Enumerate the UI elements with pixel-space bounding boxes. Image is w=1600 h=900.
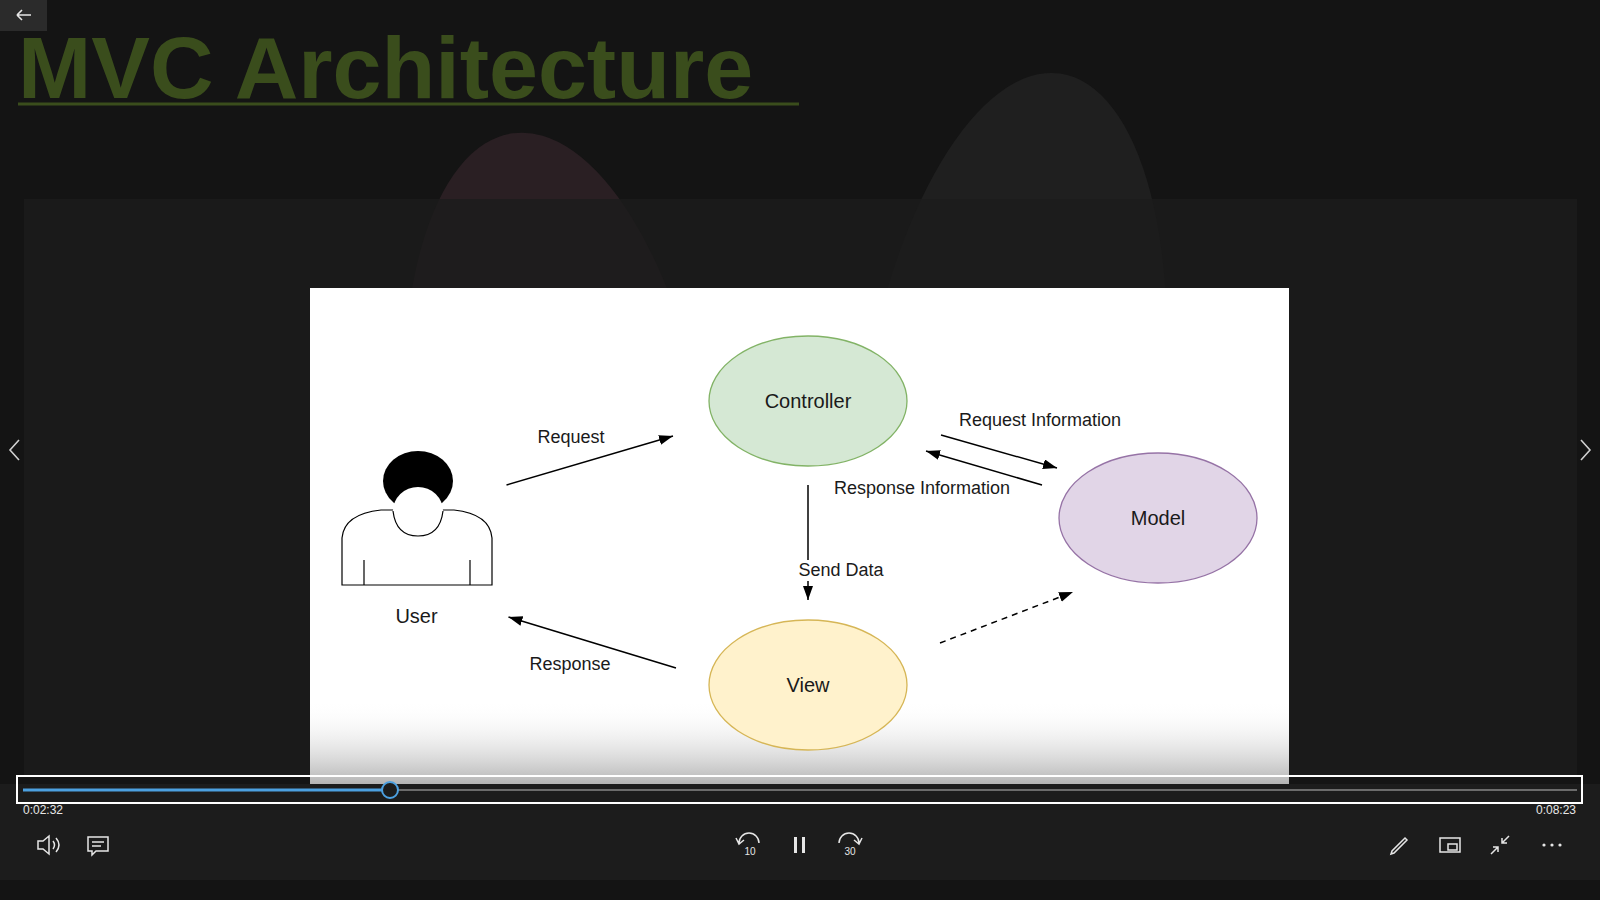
- skip-back-icon: [736, 833, 759, 844]
- more-dot: [1550, 843, 1553, 846]
- connector-label: Request: [534, 427, 607, 448]
- connector-arrow: [941, 435, 1057, 468]
- skip-forward-icon: [839, 833, 862, 844]
- ellipse-shape: [709, 336, 907, 466]
- skip-forward-seconds: 30: [844, 846, 855, 857]
- controller-ellipse: Controller: [708, 335, 908, 467]
- connector-arrow: [807, 485, 809, 600]
- connector-label: Response Information: [831, 478, 1013, 499]
- ellipse-shape: [709, 620, 907, 750]
- back-arrow-icon: [17, 10, 31, 20]
- view-ellipse: View: [708, 619, 908, 751]
- more-dot: [1542, 843, 1545, 846]
- dashed-connector: [940, 592, 1073, 643]
- progress-focus-box: [17, 776, 1582, 803]
- time-total: 0:08:23: [1536, 804, 1576, 817]
- connector-label: Response: [526, 654, 613, 675]
- user-figure: User: [336, 448, 497, 632]
- ellipse-shape: [1059, 453, 1257, 583]
- next-chevron: [1581, 440, 1590, 460]
- collapse-icon: [1491, 836, 1509, 854]
- person-arm-line: [469, 560, 470, 585]
- node-label: User: [395, 604, 437, 628]
- node-label: Controller: [765, 389, 852, 413]
- progress-thumb: [382, 782, 398, 798]
- slide-image: [310, 288, 1289, 784]
- pause-bar: [794, 837, 797, 853]
- more-icon: [1542, 843, 1561, 846]
- connector-label: Send Data: [795, 560, 886, 581]
- model-ellipse: Model: [1058, 452, 1258, 584]
- volume-icon: [38, 836, 59, 854]
- person-face-outline: [393, 511, 443, 536]
- connector-label: Request Information: [956, 410, 1124, 431]
- person-icon: [342, 451, 492, 585]
- controls-bar: [0, 784, 1600, 880]
- captions-icon: [88, 837, 108, 855]
- progress-track: [23, 789, 1577, 791]
- user-figure-outline: [336, 448, 497, 632]
- node-label: View: [787, 673, 830, 697]
- pause-bar: [802, 837, 805, 853]
- node-label: Model: [1131, 506, 1185, 530]
- skip-back-seconds: 10: [744, 846, 755, 857]
- person-arm-line: [363, 560, 364, 585]
- more-dot: [1558, 843, 1561, 846]
- person-face: [393, 487, 443, 535]
- pen-icon: [1391, 838, 1407, 854]
- time-elapsed: 0:02:32: [23, 804, 63, 817]
- progress-fill: [23, 789, 390, 792]
- miniplayer-icon: [1440, 838, 1460, 852]
- slide-title: MVC Architecture: [18, 24, 753, 112]
- prev-chevron: [10, 440, 19, 460]
